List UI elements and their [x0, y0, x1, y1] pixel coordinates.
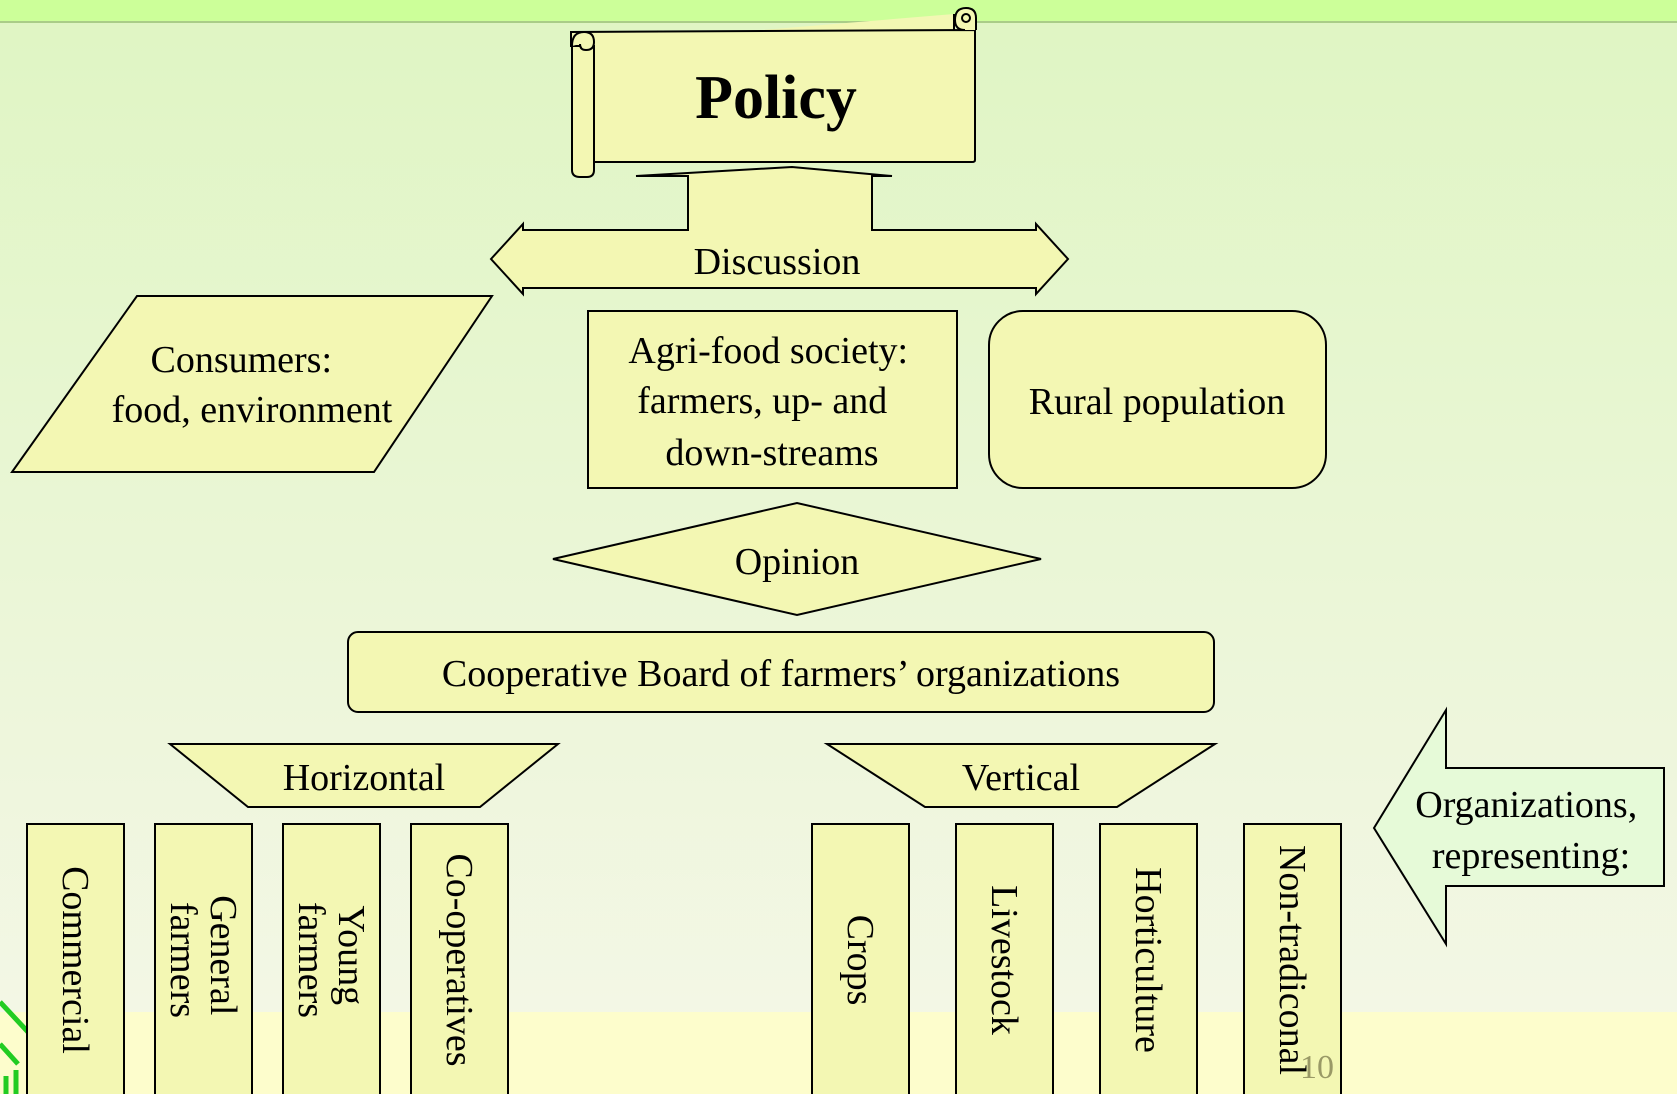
rural-label: Rural population — [1029, 381, 1285, 423]
horizontal-item: General farmers — [154, 823, 253, 1094]
consumers-label: Consumers: food, environment — [112, 339, 393, 431]
policy-title: Policy — [695, 64, 857, 132]
vertical-item: Horticulture — [1099, 823, 1198, 1094]
svg-text:Non-tradiconal: Non-tradiconal — [1271, 845, 1313, 1075]
board-label: Cooperative Board of farmers’ organizati… — [442, 653, 1120, 695]
svg-text:Livestock: Livestock — [983, 885, 1025, 1035]
svg-text:Co-operatives: Co-operatives — [438, 853, 480, 1066]
svg-text:Horticulture: Horticulture — [1127, 867, 1169, 1053]
board-box — [347, 631, 1215, 713]
vertical-label: Vertical — [962, 757, 1080, 799]
svg-text:Young farmers: Young farmers — [290, 902, 372, 1018]
svg-text:General farmers: General farmers — [162, 895, 244, 1025]
organizations-label: Organizations, representing: — [1415, 784, 1646, 877]
policy-scroll — [570, 6, 977, 178]
rural-box — [988, 310, 1327, 489]
opinion-label: Opinion — [735, 541, 860, 583]
horizontal-item: Co-operatives — [410, 823, 509, 1094]
top-bar — [0, 0, 1677, 22]
vertical-item: Crops — [811, 823, 910, 1094]
horizontal-trapezoid — [167, 743, 561, 808]
svg-text:Crops: Crops — [839, 915, 881, 1006]
agrifood-box — [587, 310, 958, 489]
agrifood-label: Agri-food society: farmers, up- and down… — [628, 330, 917, 474]
page-number: 10 — [1300, 1049, 1334, 1086]
organizations-arrow — [1372, 706, 1665, 948]
horizontal-item: Commercial — [26, 823, 125, 1094]
vertical-trapezoid — [823, 743, 1219, 808]
vertical-item: Livestock — [955, 823, 1054, 1094]
consumers-shape — [10, 295, 494, 473]
horizontal-label: Horizontal — [283, 757, 446, 799]
vertical-item: Non-tradiconal — [1243, 823, 1342, 1094]
svg-text:Commercial: Commercial — [54, 866, 96, 1054]
discussion-arrow — [489, 165, 1070, 297]
discussion-label: Discussion — [694, 241, 861, 283]
horizontal-item: Young farmers — [282, 823, 381, 1094]
opinion-diamond — [552, 501, 1042, 617]
